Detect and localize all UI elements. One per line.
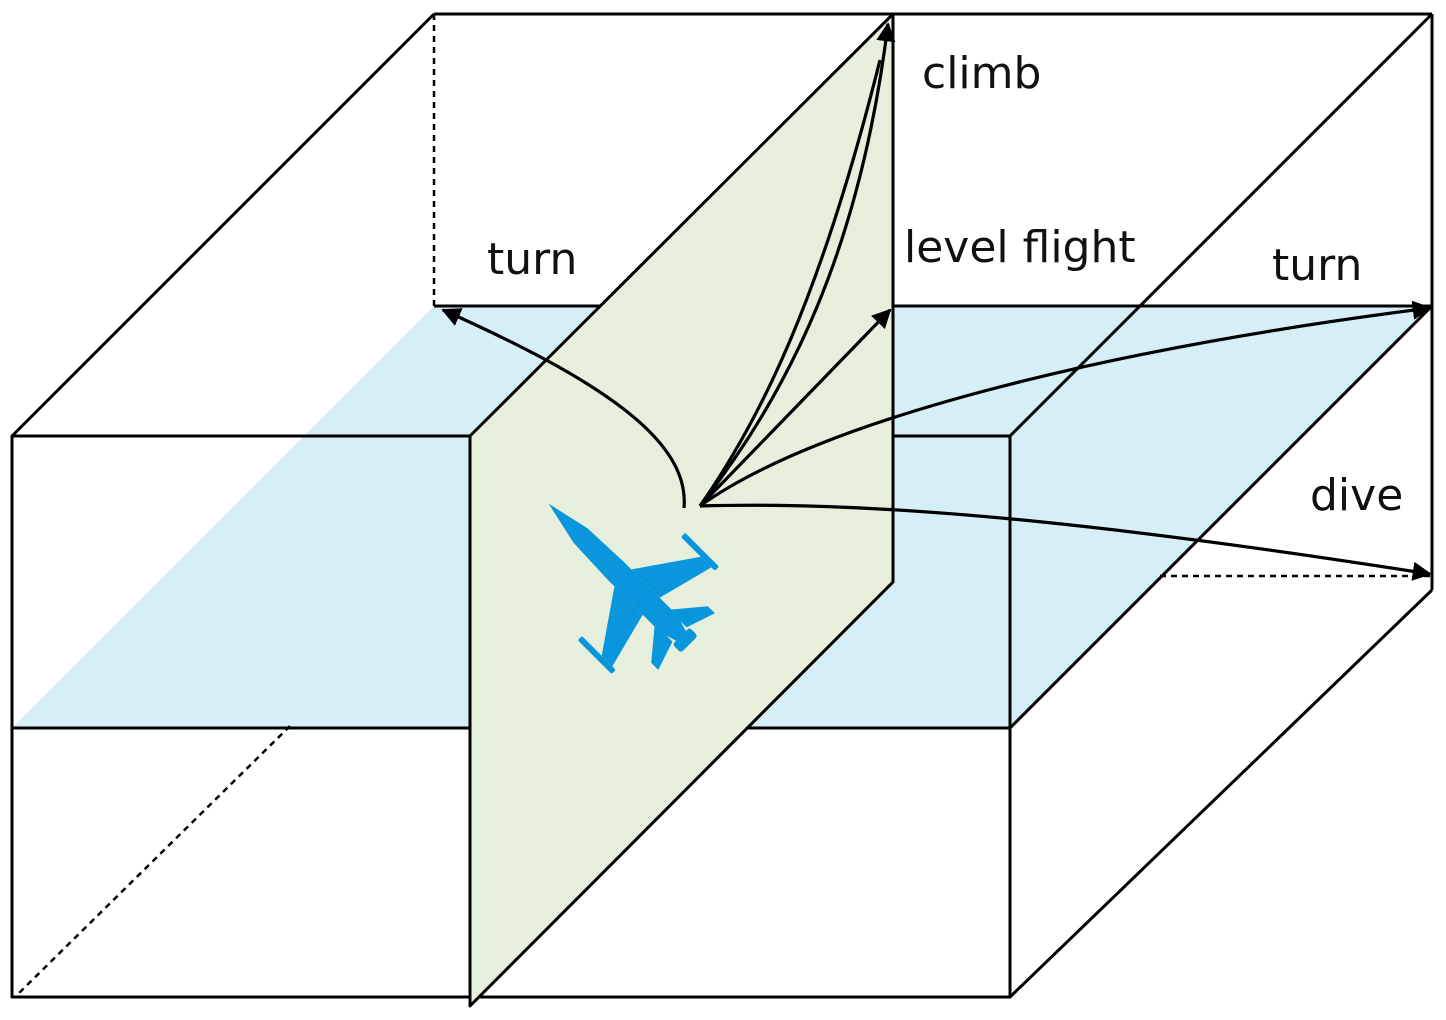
turn-right-arrow (699, 300, 1432, 508)
turn-left-label: turn (487, 234, 577, 285)
climb-arrow (698, 22, 896, 507)
climb-label: climb (922, 48, 1041, 99)
level-flight-arrow (698, 308, 892, 508)
climb-inner-curve (698, 59, 882, 507)
fighter-jet-icon (548, 503, 719, 674)
vertical-plane-outline (468, 12, 895, 1008)
hidden-edge-back-left-diagonal (17, 725, 291, 995)
right-bottom-edge (1008, 588, 1434, 999)
right-level-edge (1008, 304, 1434, 730)
top-right-edge (1008, 12, 1434, 438)
turn-right-label: turn (1272, 240, 1362, 291)
dive-arrow (699, 503, 1432, 581)
vertical-plane (470, 14, 893, 1006)
level-flight-label: level flight (904, 222, 1136, 273)
turn-left-arrow (441, 308, 686, 509)
dive-label: dive (1310, 470, 1403, 521)
top-left-edge (10, 12, 436, 438)
